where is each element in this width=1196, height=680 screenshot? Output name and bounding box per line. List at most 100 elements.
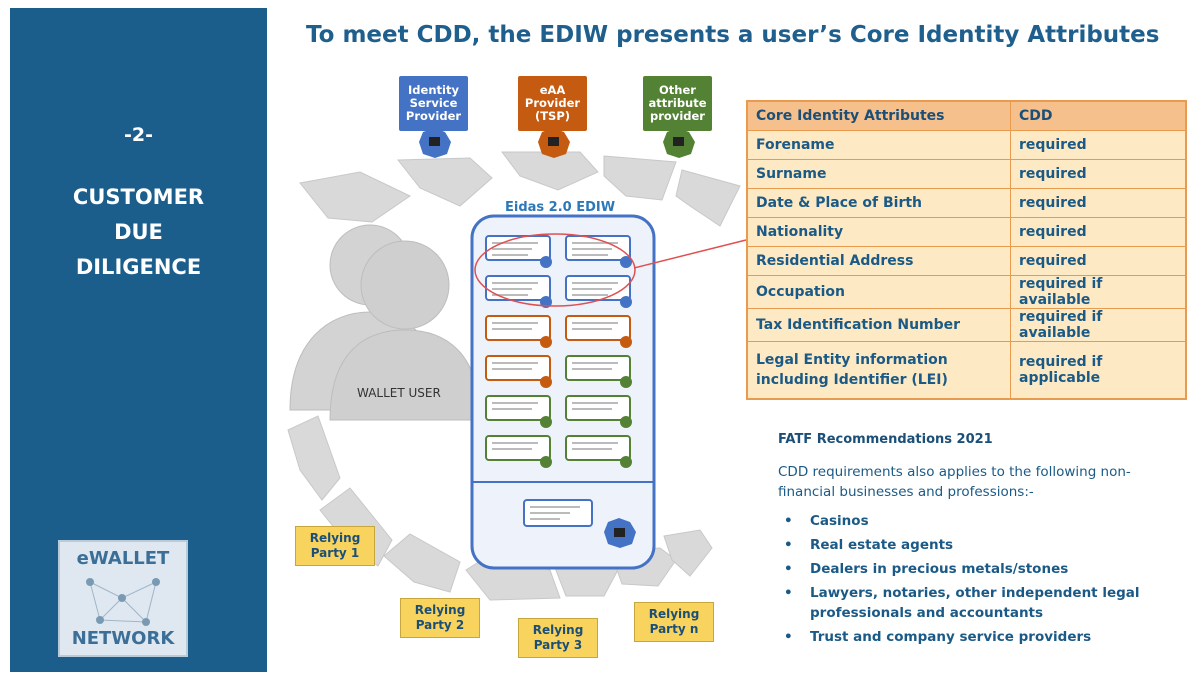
section-title-line: CUSTOMER [72, 185, 205, 209]
table-cell: required [1010, 188, 1187, 218]
card-seal-icons [540, 256, 632, 468]
eaa-provider-badge: eAA Provider (TSP) [518, 76, 587, 131]
badge-line: Identity [408, 83, 459, 97]
rp-line: Relying [414, 603, 466, 617]
table-cell: Surname [746, 159, 1011, 189]
logo-text-top: eWALLET [76, 548, 170, 569]
table-cell: required [1010, 217, 1187, 247]
badge-line: attribute [648, 96, 707, 110]
other-attribute-provider-badge: Other attribute provider [643, 76, 712, 131]
list-item-text: Casinos [810, 513, 869, 529]
table-cell: Tax Identification Number [746, 308, 1011, 342]
logo-text-bottom: NETWORK [71, 628, 175, 649]
provider-seal-icon [663, 128, 695, 158]
badge-line: Provider [405, 109, 462, 123]
flow-chevron [383, 533, 461, 593]
table-cell: required if available [1010, 275, 1187, 309]
flow-chevron [287, 415, 341, 501]
section-title-line: DILIGENCE [75, 255, 202, 279]
badge-line: Other [659, 83, 696, 97]
flow-chevron [603, 155, 677, 201]
flow-chevron [396, 157, 493, 207]
ediw-label: Eidas 2.0 EDIW [505, 200, 616, 215]
rp-line: Party 1 [310, 546, 360, 560]
rp-line: Relying [648, 607, 700, 621]
table-cell: Forename [746, 130, 1011, 160]
bullet-icon: • [784, 629, 793, 645]
list-item-text: Real estate agents [810, 537, 954, 553]
table-header-cell: Core Identity Attributes [746, 100, 1011, 131]
page-title: To meet CDD, the EDIW presents a user’s … [306, 22, 1160, 48]
wallet-device [470, 214, 656, 570]
rp-line: Relying [532, 623, 584, 637]
wallet-user-icon [289, 224, 481, 421]
identity-service-provider-badge: Identity Service Provider [399, 76, 468, 131]
list-item: • Real estate agents [778, 535, 1188, 555]
ewallet-network-logo: eWALLET NETWORK [58, 540, 188, 657]
rp-line: Party 2 [415, 618, 465, 632]
rp-line: Party 3 [533, 638, 583, 652]
table-cell: Nationality [746, 217, 1011, 247]
bullet-icon: • [784, 513, 793, 529]
list-item-text: Lawyers, notaries, other independent leg… [810, 585, 1140, 621]
card-text-lines [492, 242, 618, 520]
wallet-user-label: WALLET USER [357, 386, 441, 400]
network-graph-icon [86, 578, 160, 626]
slide-number: -2- [124, 124, 153, 146]
bullet-icon: • [784, 561, 793, 577]
rp-line: Party n [649, 622, 699, 636]
table-cell: required if available [1010, 308, 1187, 342]
list-item: • Lawyers, notaries, other independent le… [778, 583, 1188, 623]
table-cell: required [1010, 130, 1187, 160]
bullet-icon: • [784, 585, 793, 601]
connector-line [633, 239, 747, 269]
badge-line: provider [650, 109, 705, 123]
table-header-row: Core Identity Attributes CDD [746, 100, 1187, 131]
highlight-ellipse [474, 233, 636, 307]
wallet-seal-icon [604, 518, 636, 548]
list-item: • Casinos [778, 511, 1188, 531]
flow-chevron [663, 529, 713, 577]
badge-line: Service [409, 96, 458, 110]
fatf-intro: CDD requirements also applies to the fol… [778, 464, 1131, 500]
list-item-text: Dealers in precious metals/stones [810, 561, 1069, 577]
provider-seal-icon [538, 128, 570, 158]
list-item: • Trust and company service providers [778, 627, 1188, 647]
flow-chevron [501, 151, 599, 191]
flow-chevron [299, 171, 411, 223]
section-title-line: DUE [114, 220, 163, 244]
provider-seal-icon [419, 128, 451, 158]
table-cell: Date & Place of Birth [746, 188, 1011, 218]
table-cell: required [1010, 159, 1187, 189]
table-cell: Occupation [746, 275, 1011, 309]
table-cell: Legal Entity information including Ident… [746, 341, 1011, 400]
sidebar-panel: -2- CUSTOMER DUE DILIGENCE eWALLET NETWO… [10, 8, 267, 672]
table-row: Legal Entity information including Ident… [746, 341, 1187, 400]
list-item: • Dealers in precious metals/stones [778, 559, 1188, 579]
table-cell: required if applicable [1010, 341, 1187, 400]
badge-line: Provider [524, 96, 581, 110]
list-item-text: Trust and company service providers [810, 629, 1092, 645]
fatf-list: • Casinos • Real estate agents • Dealers in… [778, 511, 1188, 651]
table-header-cell: CDD [1010, 100, 1187, 131]
bullet-icon: • [784, 537, 793, 553]
section-title: CUSTOMER DUE DILIGENCE [10, 180, 267, 285]
rp-line: Relying [309, 531, 361, 545]
table-cell: Residential Address [746, 246, 1011, 276]
flow-chevron [675, 169, 741, 227]
table-cell: required [1010, 246, 1187, 276]
fatf-heading: FATF Recommendations 2021 [778, 432, 993, 447]
